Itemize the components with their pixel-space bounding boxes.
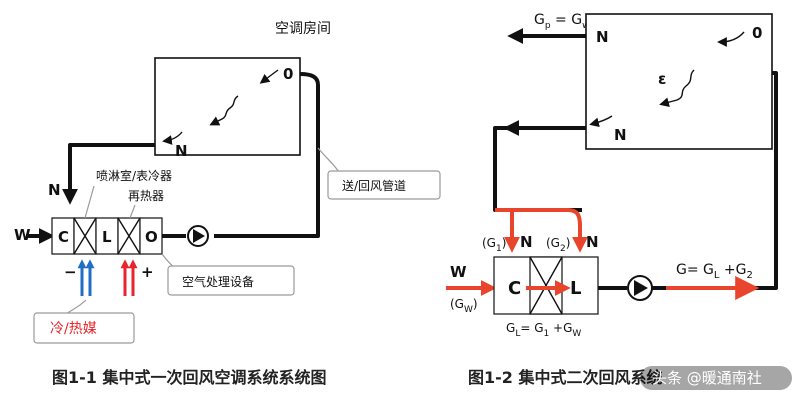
fig1-reheater-leader bbox=[129, 204, 136, 219]
fig2-exhaust-label: Gp = Gw bbox=[534, 12, 589, 31]
fig1-process-line bbox=[209, 95, 239, 126]
fig1-medium-label: 冷/热媒 bbox=[50, 321, 97, 337]
fig2-mix-equation: GL= G1 +GW bbox=[506, 321, 581, 339]
fig2-gw-label: (GW) bbox=[450, 297, 478, 315]
fig1-minus-sign: − bbox=[64, 263, 77, 281]
fig1-return-duct bbox=[62, 143, 155, 205]
fig1-equipment-label: 空气处理设备 bbox=[182, 274, 254, 289]
fig1-fan-blade-icon bbox=[193, 229, 205, 243]
fig2-supply-riser bbox=[772, 71, 778, 278]
fig1-reheater-label: 再热器 bbox=[128, 189, 164, 203]
fig2-g1-label: (G1) bbox=[482, 236, 506, 254]
fig1-spray-leader bbox=[84, 185, 95, 219]
fig1-reheater-cross-icon bbox=[117, 217, 141, 255]
fig1-caption: 图1-1 集中式一次回风空调系统系统图 bbox=[52, 368, 326, 387]
figure-1-2: Gp = Gw N 0 ε N (G1) N (G2) N W (GW) bbox=[446, 12, 792, 390]
fig2-secondary-return-branch bbox=[512, 208, 588, 253]
fig2-fan-blade-icon bbox=[634, 280, 648, 296]
fig1-room-title: 空调房间 bbox=[275, 21, 331, 37]
fig2-g2-label: (G2) bbox=[546, 236, 570, 254]
fig1-equipment-callout bbox=[167, 265, 295, 296]
fig2-room-n-bottom: N bbox=[614, 126, 627, 144]
fig1-cell-c-label: C bbox=[58, 228, 69, 246]
fig2-outdoor-w: W bbox=[450, 263, 467, 281]
fig1-medium-callout bbox=[33, 312, 135, 344]
fig1-medium-leader bbox=[65, 299, 87, 315]
fig2-room-n-top: N bbox=[596, 28, 609, 46]
watermark-text: 头条 @暖通南社 bbox=[652, 369, 762, 387]
fig1-cell-l-label: L bbox=[102, 228, 112, 246]
fig1-entry-arrow bbox=[259, 69, 279, 84]
fig2-room-o: 0 bbox=[752, 24, 762, 42]
fig2-g2-n: N bbox=[586, 233, 599, 251]
fig1-plus-sign: + bbox=[141, 263, 154, 281]
fig2-cell-l-label: L bbox=[570, 278, 581, 299]
fig1-supply-state-n: N bbox=[48, 181, 61, 199]
fig2-return-duct bbox=[493, 126, 586, 212]
fig1-duct-callout bbox=[327, 170, 441, 200]
fig1-point-o: 0 bbox=[283, 65, 293, 83]
fig2-epsilon: ε bbox=[658, 70, 666, 88]
fig1-point-n: N bbox=[175, 142, 188, 160]
fig2-entry-arrow bbox=[717, 31, 745, 47]
fig1-outdoor-w: W bbox=[14, 226, 31, 244]
figure-1-1: 空调房间 0 N N W C L O bbox=[14, 21, 441, 387]
watermark-pill bbox=[640, 366, 792, 390]
fig2-g1-n: N bbox=[520, 233, 533, 251]
fig2-air-handling-unit: C L bbox=[493, 256, 599, 315]
fig2-caption: 图1-2 集中式二次回风系统 bbox=[468, 368, 662, 387]
fig1-cooler-cross-icon bbox=[73, 217, 97, 255]
fig2-process-line bbox=[659, 69, 695, 107]
fig1-exit-arrow bbox=[162, 131, 183, 145]
fig1-spray-label: 喷淋室/表冷器 bbox=[96, 168, 172, 183]
fig2-supply-equation: G= GL +G2 bbox=[676, 262, 753, 281]
fig2-exit-arrow bbox=[589, 115, 613, 128]
fig2-cell-c-label: C bbox=[508, 278, 521, 299]
fig1-conditioned-room bbox=[154, 57, 301, 156]
fig1-cell-o-label: O bbox=[145, 228, 158, 246]
fig1-supply-duct bbox=[214, 72, 320, 238]
fig2-conditioned-room bbox=[585, 13, 773, 150]
fig1-duct-label: 送/回风管道 bbox=[342, 178, 406, 193]
fig2-cooler-cross-icon bbox=[529, 256, 563, 315]
fig1-air-handling-unit: C L O bbox=[51, 217, 163, 255]
fig1-duct-leader bbox=[317, 147, 341, 175]
